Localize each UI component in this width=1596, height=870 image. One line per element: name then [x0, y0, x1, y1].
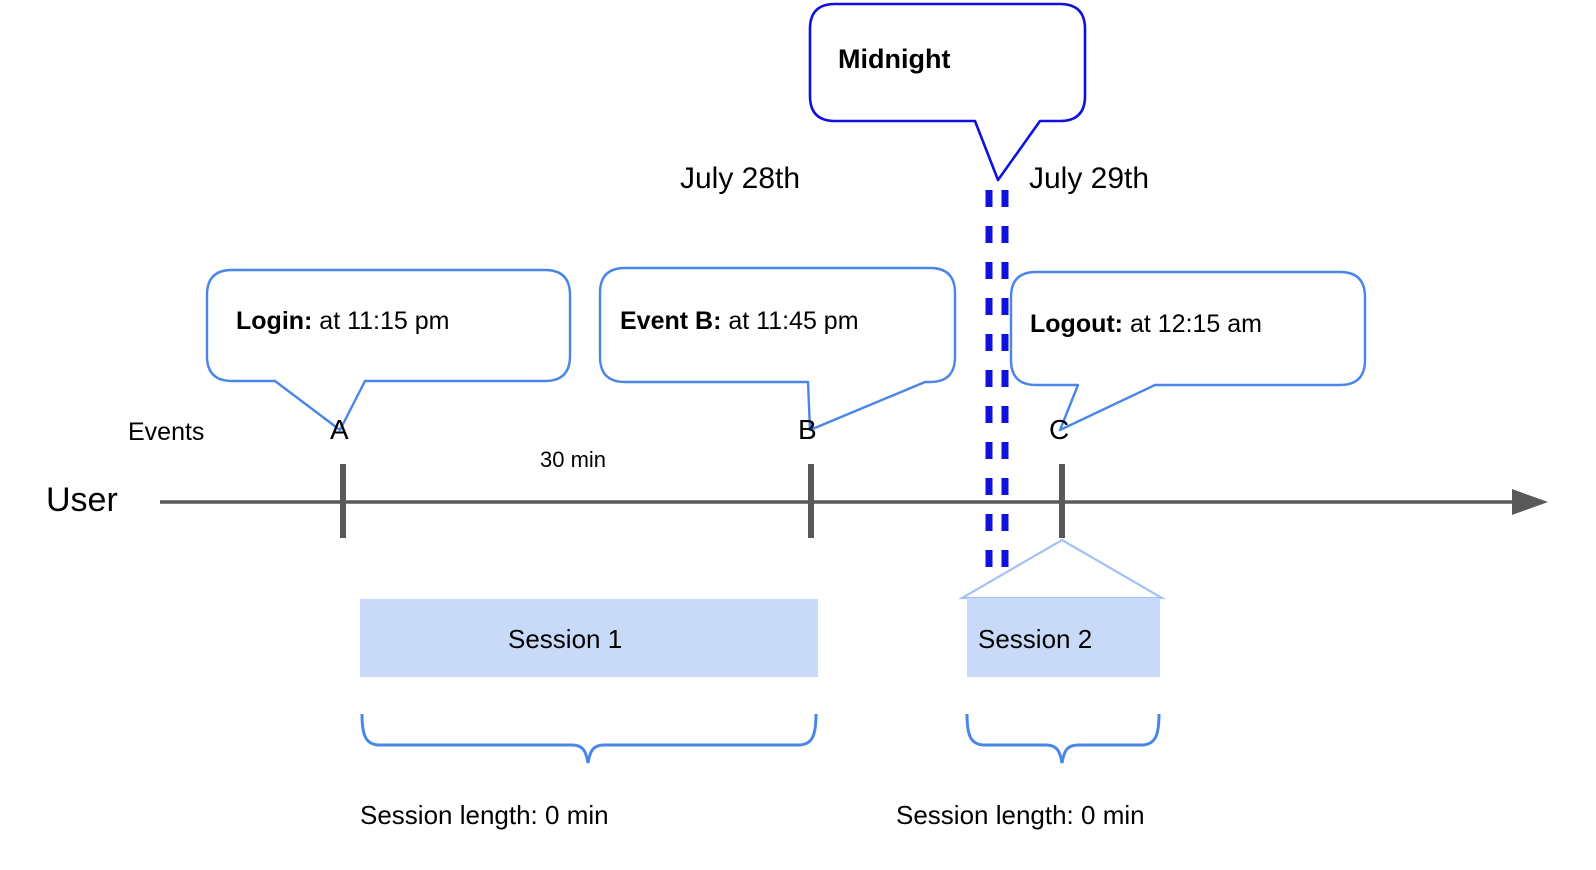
event-marker-label-c: C	[1049, 414, 1070, 445]
date-label-july-28: July 28th	[680, 162, 801, 195]
timeline-axis	[160, 464, 1548, 538]
logout-callout-title: Logout:	[1030, 310, 1124, 338]
eventb-callout-shape	[598, 266, 957, 432]
eventb-callout-detail: at 11:45 pm	[721, 307, 859, 335]
gap-duration-label: 30 min	[540, 447, 607, 472]
session-2-block	[967, 598, 1160, 677]
session-2-length-label: Session length: 0 min	[896, 800, 1145, 830]
login-callout-shape	[205, 268, 572, 432]
logout-callout-label: Logout: at 12:15 am	[1030, 312, 1262, 337]
midnight-callout-shape	[808, 2, 1087, 182]
login-callout-label: Login: at 11:15 pm	[236, 309, 449, 334]
session-2-brace	[965, 713, 1161, 764]
login-callout-detail: at 11:15 pm	[312, 307, 450, 335]
session-2-group	[957, 538, 1167, 677]
date-label-july-29: July 29th	[1029, 162, 1150, 195]
login-callout-title: Login:	[236, 307, 313, 335]
event-marker-label-a: A	[330, 414, 349, 445]
event-marker-label-b: B	[798, 414, 817, 445]
eventb-callout-title: Event B:	[620, 307, 722, 335]
user-row-label: User	[46, 481, 118, 519]
logout-callout-shape	[1009, 270, 1367, 432]
eventb-bubble-path	[598, 266, 957, 432]
session-1-label: Session 1	[508, 624, 623, 654]
midnight-callout-label: Midnight	[838, 44, 951, 74]
session-1-block	[360, 599, 818, 677]
session-2-pointer	[957, 538, 1167, 600]
session-2-label: Session 2	[978, 624, 1093, 654]
midnight-dashed-lines	[985, 190, 1009, 585]
session-1-length-label: Session length: 0 min	[360, 800, 609, 830]
eventb-callout-label: Event B: at 11:45 pm	[620, 309, 859, 334]
login-bubble-path	[205, 268, 572, 432]
axis-arrow-head	[1512, 489, 1548, 515]
logout-bubble-path	[1009, 270, 1367, 432]
logout-callout-detail: at 12:15 am	[1123, 310, 1262, 338]
events-row-label: Events	[128, 418, 205, 446]
midnight-bubble-path	[808, 2, 1087, 182]
session-1-brace	[360, 713, 818, 764]
